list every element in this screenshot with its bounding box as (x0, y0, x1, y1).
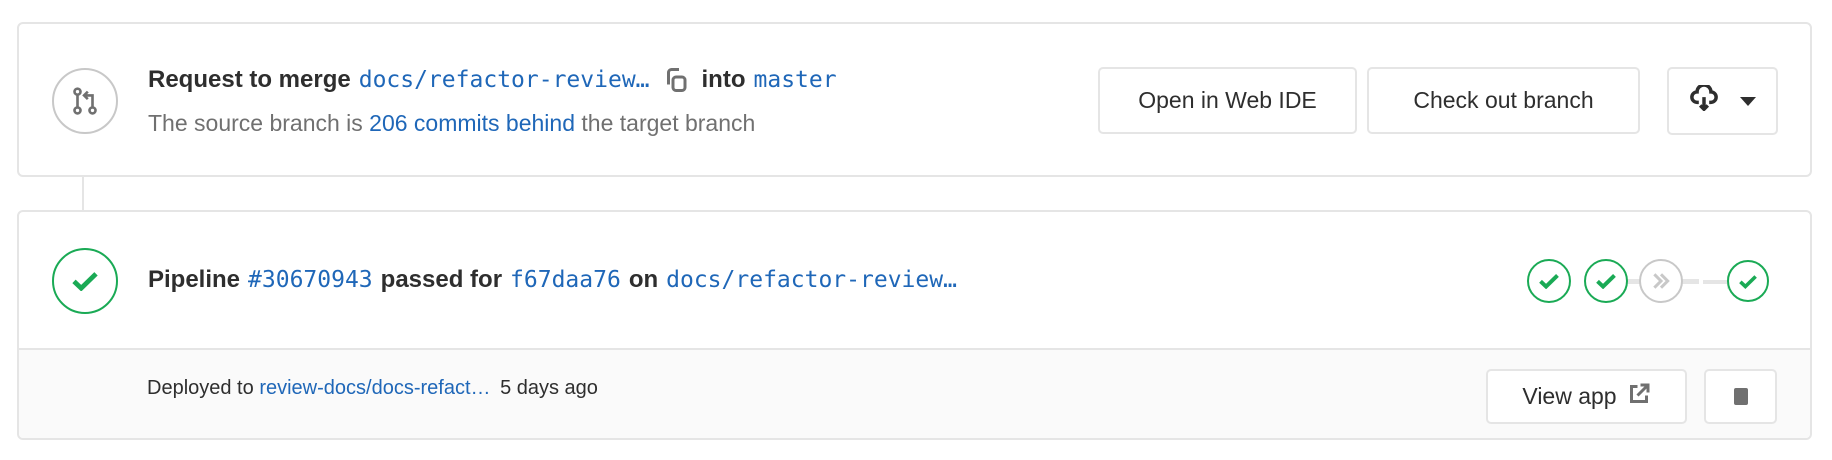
pipeline-success-icon[interactable] (52, 248, 118, 314)
stage-success-icon[interactable] (1727, 260, 1769, 302)
view-app-label: View app (1522, 383, 1617, 409)
external-link-icon (1627, 382, 1651, 412)
merge-request-widget: Request to merge docs/refactor-review… i… (17, 22, 1812, 177)
merge-request-title: Request to merge docs/refactor-review… i… (148, 66, 837, 94)
into-label: into (701, 66, 746, 93)
pipeline-id-link[interactable]: #30670943 (248, 267, 373, 293)
stage-success-icon[interactable] (1584, 259, 1628, 303)
pipeline-status: Pipeline #30670943 passed for f67daa76 o… (148, 266, 957, 294)
on-label: on (628, 266, 659, 293)
title-prefix: Request to merge (148, 66, 351, 93)
deployed-to-label: Deployed to (147, 377, 254, 399)
stop-environment-button[interactable] (1704, 369, 1777, 424)
deployment-info: Deployed to review-docs/docs-refact… 5 d… (147, 377, 598, 400)
target-branch-link[interactable]: master (753, 67, 837, 93)
view-app-button[interactable]: View app (1486, 369, 1687, 424)
pipeline-widget: Pipeline #30670943 passed for f67daa76 o… (17, 210, 1812, 440)
commit-sha-link[interactable]: f67daa76 (510, 267, 621, 293)
branch-status: The source branch is 206 commits behind … (148, 110, 755, 137)
widget-connector (82, 177, 84, 211)
pipeline-label: Pipeline (148, 266, 241, 293)
deployment-time: 5 days ago (500, 377, 598, 399)
merge-request-icon (52, 68, 118, 134)
source-branch-link[interactable]: docs/refactor-review… (358, 67, 650, 93)
commits-behind-link[interactable]: 206 commits behind (369, 110, 576, 136)
open-web-ide-button[interactable]: Open in Web IDE (1098, 67, 1357, 134)
status-prefix: The source branch is (148, 110, 363, 136)
stage-skipped-icon[interactable] (1639, 259, 1683, 303)
deployment-footer: Deployed to review-docs/docs-refact… 5 d… (19, 348, 1810, 438)
stage-arrow-line (1703, 280, 1731, 284)
chevron-down-icon (1739, 96, 1756, 106)
status-suffix: the target branch (581, 110, 756, 136)
download-dropdown-button[interactable] (1667, 67, 1778, 135)
environment-link[interactable]: review-docs/docs-refact… (259, 377, 491, 399)
copy-branch-icon[interactable] (664, 68, 688, 92)
cloud-download-icon (1689, 83, 1718, 117)
stop-icon (1733, 388, 1748, 405)
stage-success-icon[interactable] (1527, 259, 1571, 303)
pipeline-branch-link[interactable]: docs/refactor-review… (666, 267, 957, 293)
open-web-ide-label: Open in Web IDE (1138, 87, 1317, 113)
check-out-branch-button[interactable]: Check out branch (1367, 67, 1640, 134)
passed-for-label: passed for (380, 266, 503, 293)
check-out-branch-label: Check out branch (1413, 87, 1594, 113)
